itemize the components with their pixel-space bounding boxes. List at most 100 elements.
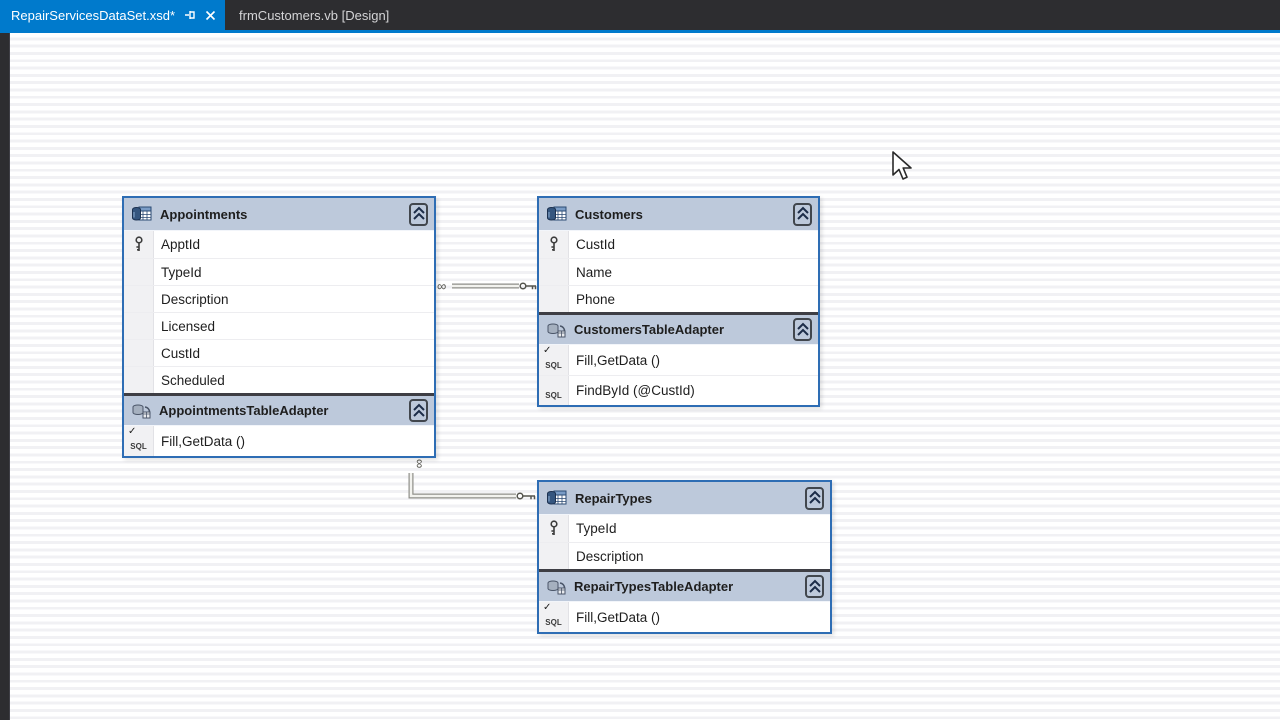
chevron-up-icon xyxy=(412,206,425,220)
sql-icon-label: SQL xyxy=(130,442,147,451)
column-row-scheduled[interactable]: Scheduled xyxy=(124,366,434,393)
method-row-findbyid[interactable]: SQL FindById (@CustId) xyxy=(539,375,818,405)
datatable-icon xyxy=(547,206,567,221)
chevron-up-icon xyxy=(412,403,425,417)
adapter-header[interactable]: CustomersTableAdapter xyxy=(539,315,818,345)
tableadapter-icon xyxy=(547,323,566,337)
sql-icon-label: SQL xyxy=(545,361,562,370)
row-gutter xyxy=(124,367,154,393)
column-row-description[interactable]: Description xyxy=(124,285,434,312)
table-title: RepairTypes xyxy=(575,490,653,506)
table-header[interactable]: RepairTypes xyxy=(539,482,830,515)
datatable-repairtypes[interactable]: RepairTypes TypeId Description Repa xyxy=(537,480,832,634)
collapse-button[interactable] xyxy=(793,318,812,341)
adapter-title: RepairTypesTableAdapter xyxy=(574,579,734,594)
left-margin-strip xyxy=(0,33,10,720)
chevron-up-icon xyxy=(796,322,809,336)
column-name: Scheduled xyxy=(161,372,225,388)
key-icon xyxy=(549,236,558,251)
column-row-name[interactable]: Name xyxy=(539,258,818,285)
tableadapter-icon xyxy=(132,404,151,418)
adapter-header[interactable]: RepairTypesTableAdapter xyxy=(539,572,830,602)
adapter-header[interactable]: AppointmentsTableAdapter xyxy=(124,396,434,426)
column-row-phone[interactable]: Phone xyxy=(539,285,818,312)
table-title: Customers xyxy=(575,206,643,222)
collapse-button[interactable] xyxy=(409,399,428,422)
tab-label: frmCustomers.vb [Design] xyxy=(239,7,390,23)
check-icon: ✓ xyxy=(543,602,552,613)
column-name: ApptId xyxy=(161,237,201,252)
key-icon xyxy=(519,282,537,290)
sql-method-icon: ✓ SQL xyxy=(124,426,154,456)
sql-icon-label: SQL xyxy=(545,618,562,627)
collapse-button[interactable] xyxy=(793,202,812,226)
method-label: Fill,GetData () xyxy=(161,433,246,449)
column-name: Description xyxy=(576,548,644,564)
active-tab-accent xyxy=(0,30,1280,33)
datatable-appointments[interactable]: Appointments ApptId TypeId Description L… xyxy=(122,196,436,458)
tab-repairservicesdataset[interactable]: RepairServicesDataSet.xsd* xyxy=(0,0,226,30)
method-label: FindById (@CustId) xyxy=(576,383,695,398)
relation-appointments-customers[interactable]: ∞ xyxy=(436,277,538,295)
sql-method-icon: SQL xyxy=(539,376,569,405)
datatable-customers[interactable]: Customers CustId Name Phone xyxy=(537,196,820,407)
row-gutter xyxy=(124,259,154,285)
tab-label: RepairServicesDataSet.xsd* xyxy=(11,7,176,23)
mouse-cursor xyxy=(892,151,912,180)
column-row-licensed[interactable]: Licensed xyxy=(124,312,434,339)
column-name: Licensed xyxy=(161,318,216,334)
column-name: TypeId xyxy=(161,264,202,280)
row-gutter xyxy=(124,286,154,312)
collapse-button[interactable] xyxy=(805,575,824,598)
method-row-fillgetdata[interactable]: ✓ SQL Fill,GetData () xyxy=(124,426,434,456)
column-name: Phone xyxy=(576,291,616,307)
infinity-icon: ∞ xyxy=(413,459,428,468)
method-label: Fill,GetData () xyxy=(576,352,661,368)
infinity-icon: ∞ xyxy=(437,279,446,294)
datatable-icon xyxy=(547,490,567,505)
column-name: CustId xyxy=(576,237,616,252)
chevron-up-icon xyxy=(808,579,821,593)
method-row-fillgetdata[interactable]: ✓ SQL Fill,GetData () xyxy=(539,345,818,375)
row-gutter xyxy=(124,313,154,339)
column-row-description[interactable]: Description xyxy=(539,542,830,569)
row-gutter xyxy=(124,231,154,258)
datatable-icon xyxy=(132,206,152,221)
key-icon xyxy=(549,520,558,535)
table-title: Appointments xyxy=(160,206,248,222)
sql-method-icon: ✓ SQL xyxy=(539,602,569,632)
row-gutter xyxy=(539,515,569,542)
key-icon xyxy=(516,492,536,500)
column-row-custid[interactable]: CustId xyxy=(124,339,434,366)
chevron-up-icon xyxy=(796,206,809,220)
adapter-separator xyxy=(539,569,830,572)
column-row-typeid[interactable]: TypeId xyxy=(539,515,830,542)
method-row-fillgetdata[interactable]: ✓ SQL Fill,GetData () xyxy=(539,602,830,632)
column-name: Description xyxy=(161,291,229,307)
relation-appointments-repairtypes[interactable]: ∞ xyxy=(404,458,538,504)
column-row-custid[interactable]: CustId xyxy=(539,231,818,258)
close-icon[interactable] xyxy=(205,10,216,21)
row-gutter xyxy=(539,286,569,312)
method-label: Fill,GetData () xyxy=(576,609,661,625)
column-row-apptid[interactable]: ApptId xyxy=(124,231,434,258)
column-name: CustId xyxy=(161,345,201,361)
column-name: TypeId xyxy=(576,521,617,536)
adapter-title: CustomersTableAdapter xyxy=(574,322,725,337)
check-icon: ✓ xyxy=(128,426,137,437)
sql-method-icon: ✓ SQL xyxy=(539,345,569,375)
collapse-button[interactable] xyxy=(805,486,824,510)
check-icon: ✓ xyxy=(543,345,552,356)
key-icon xyxy=(134,236,143,251)
column-row-typeid[interactable]: TypeId xyxy=(124,258,434,285)
collapse-button[interactable] xyxy=(409,202,428,226)
pin-icon[interactable] xyxy=(184,9,196,21)
row-gutter xyxy=(539,231,569,258)
adapter-separator xyxy=(124,393,434,396)
tab-frmcustomers[interactable]: frmCustomers.vb [Design] xyxy=(225,0,403,30)
adapter-title: AppointmentsTableAdapter xyxy=(159,403,329,418)
sql-icon-label: SQL xyxy=(545,391,562,400)
column-name: Name xyxy=(576,264,613,280)
table-header[interactable]: Customers xyxy=(539,198,818,231)
table-header[interactable]: Appointments xyxy=(124,198,434,231)
